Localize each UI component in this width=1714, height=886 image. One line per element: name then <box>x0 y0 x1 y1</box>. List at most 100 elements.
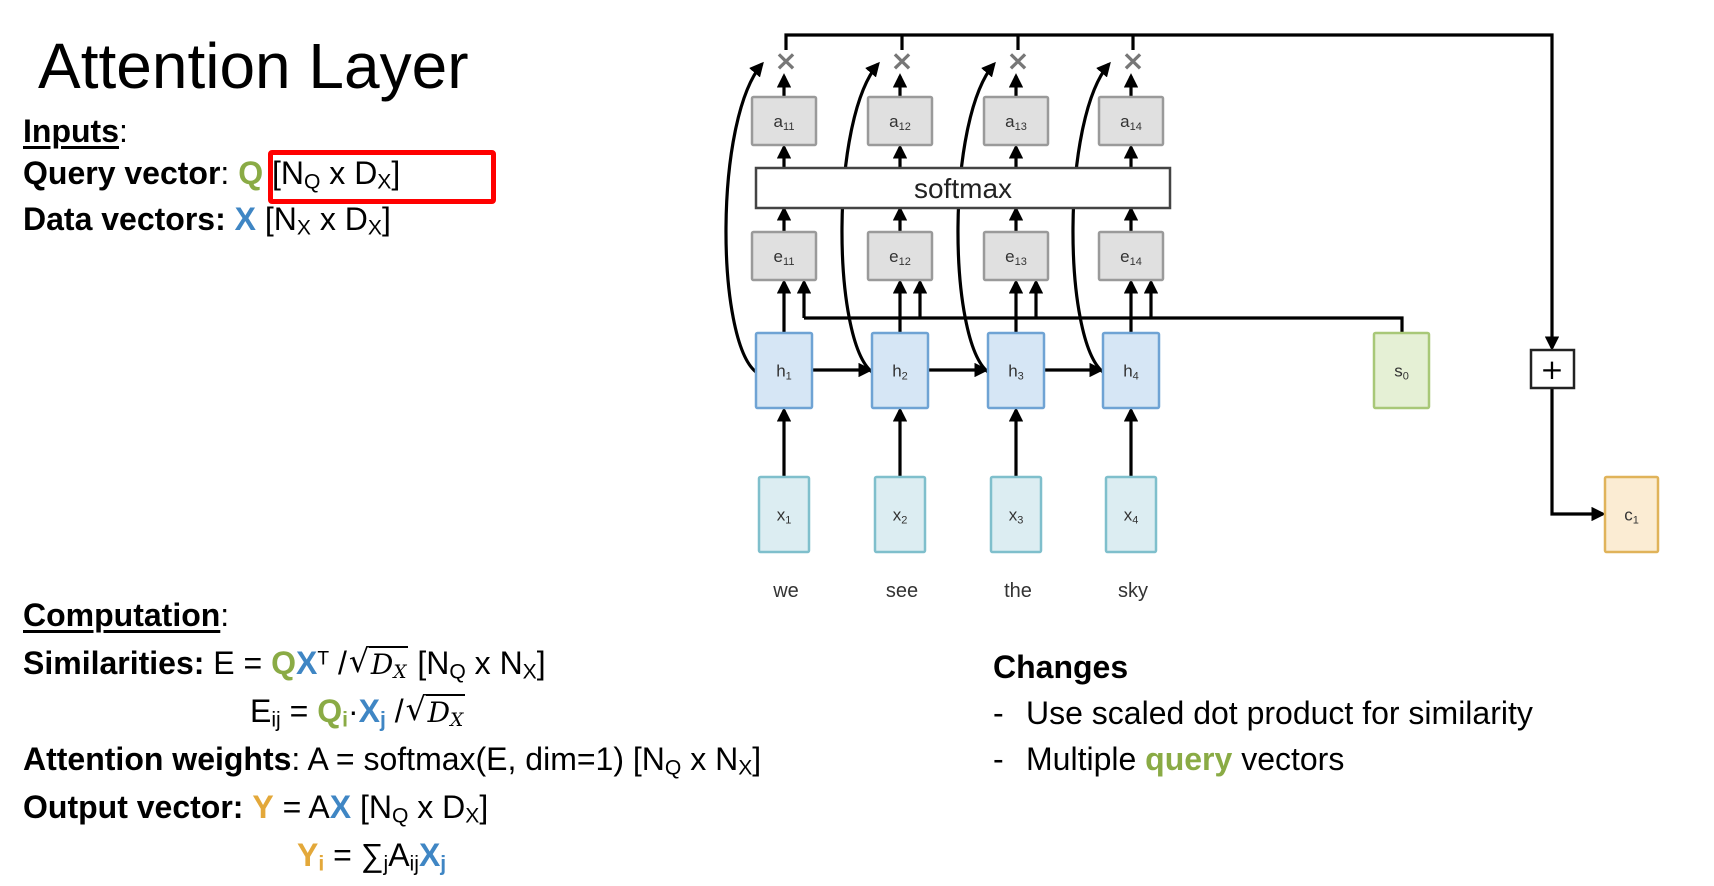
score-box-1-rect <box>750 230 818 282</box>
word-label-4: sky <box>1118 580 1148 602</box>
changes-item-1-text: Use scaled dot product for similarity <box>1026 695 1533 731</box>
dot-product-icon: · <box>347 693 359 729</box>
input-box-3-label: x3 <box>1009 506 1024 527</box>
sqrt-dx-2: √DX <box>405 690 466 730</box>
weight-box-3-label: a13 <box>1005 112 1027 133</box>
hidden-box-1-label: h1 <box>776 362 792 383</box>
sum-icon: = ∑ <box>324 837 384 873</box>
query-shape-close: ] <box>391 155 401 191</box>
similarity-element-line: Eij = Qi·Xj /√DX <box>250 690 466 732</box>
input-box-4-label: x4 <box>1124 506 1139 527</box>
hidden-to-multiply-1 <box>724 61 764 374</box>
score-box-3: e13 <box>982 230 1050 282</box>
multiply-icon-2: × <box>890 44 913 77</box>
plus-icon: + <box>1540 353 1563 386</box>
similarities-div: / <box>329 645 347 681</box>
multiply-icon-4: × <box>1121 44 1144 77</box>
softmax-rect <box>754 166 1172 210</box>
output-eq: = A <box>273 789 330 825</box>
diagram-nodes: ××××a11e11h1x1wea12e12h2x2seea13e13h3x3t… <box>750 44 1660 602</box>
attention-formula: A = softmax(E, dim=1) [N <box>300 741 665 777</box>
slide-title: Attention Layer <box>38 30 469 102</box>
context-sum-line <box>784 33 1560 351</box>
inputs-heading-line: Inputs: <box>23 112 128 150</box>
similarities-colon: : <box>193 645 205 681</box>
softmax-label: softmax <box>914 173 1012 204</box>
x-j-sub: j <box>379 708 386 732</box>
data-shape-sub2: X <box>367 216 382 240</box>
input-box-4-rect <box>1104 475 1158 554</box>
input-box-1-label: x1 <box>777 506 792 527</box>
bullet-dash-1: - <box>993 695 1004 731</box>
x-j-out-sub: j <box>440 852 447 876</box>
output-shape-close: ] <box>479 789 489 825</box>
changes-heading: Changes <box>993 649 1129 685</box>
a-ij: A <box>388 837 410 873</box>
data-shape-mid: x D <box>310 201 368 237</box>
x-j-out: X <box>418 837 441 873</box>
query-vector-line: Query vector: Q [NQ x DX] <box>23 154 401 194</box>
weight-box-4: a14 <box>1097 95 1165 147</box>
query-colon: : <box>220 155 230 191</box>
word-label-3: the <box>1004 580 1032 602</box>
word-label-2: see <box>886 580 918 602</box>
transpose-mark: T <box>317 648 330 670</box>
computation-heading: Computation <box>23 597 221 633</box>
data-shape: [NX x DX] <box>265 201 391 240</box>
query-shape-sub1: Q <box>303 170 321 194</box>
multiply-icon-1: × <box>774 44 797 77</box>
query-symbol: Q <box>238 155 264 191</box>
query-shape-mid: x D <box>320 155 378 191</box>
y-i-sub: i <box>318 852 325 876</box>
sqrt-body: DX <box>368 646 409 682</box>
context-box: c1 <box>1603 475 1660 554</box>
sqrt-d: D <box>370 648 394 681</box>
y-i: Y <box>297 837 319 873</box>
computation-colon: : <box>220 597 230 633</box>
query-shape-open: [N <box>271 155 304 191</box>
score-box-4-rect <box>1097 230 1165 282</box>
bullet-dash-2: - <box>993 741 1004 777</box>
attention-weights-label: Attention weights <box>23 741 292 777</box>
input-box-2-rect <box>873 475 927 554</box>
attention-shape-sub2: X <box>738 756 753 780</box>
input-box-1-rect <box>757 475 811 554</box>
similarities-shape-mid: x N <box>465 645 523 681</box>
softmax-box: softmax <box>754 166 1172 210</box>
weight-box-4-label: a14 <box>1120 112 1142 133</box>
similarities-shape-close: ] <box>536 645 546 681</box>
weight-box-1-rect <box>750 95 818 147</box>
e-ij-eq: = <box>280 693 318 729</box>
data-shape-close: ] <box>381 201 391 237</box>
q-i-sub: i <box>342 708 348 732</box>
hidden-to-multiply-2 <box>840 61 880 374</box>
query-highlight: query <box>1145 741 1233 777</box>
state-broadcast-line <box>804 316 1404 332</box>
input-box-4: x4 <box>1104 475 1158 554</box>
score-box-1: e11 <box>750 230 818 282</box>
input-box-3-rect <box>989 475 1043 554</box>
x-j: X <box>358 693 380 729</box>
weight-box-3-rect <box>982 95 1050 147</box>
data-vectors-label: Data vectors <box>23 201 216 237</box>
inputs-heading: Inputs <box>23 113 119 149</box>
hidden-to-multiply-3 <box>956 61 996 374</box>
output-y: Y <box>252 789 274 825</box>
hidden-box-4: h4 <box>1101 331 1161 410</box>
data-shape-sub1: X <box>296 216 311 240</box>
output-x: X <box>329 789 352 825</box>
hidden-to-multiply-4 <box>1071 61 1111 374</box>
sqrt-radical-icon-2: √ <box>405 690 427 728</box>
weight-box-1: a11 <box>750 95 818 147</box>
context-box-rect <box>1603 475 1660 554</box>
sqrt-radical-icon: √ <box>348 642 370 680</box>
weight-box-2-rect <box>866 95 934 147</box>
similarities-x: X <box>296 645 318 681</box>
output-shape-sub2: X <box>465 804 480 828</box>
plus-box: + <box>1529 348 1576 390</box>
weight-box-3: a13 <box>982 95 1050 147</box>
similarities-line: Similarities: E = QXT /√DX [NQ x NX] <box>23 642 546 683</box>
weight-box-1-label: a11 <box>774 112 795 133</box>
sqrt-d-2: D <box>427 696 451 729</box>
